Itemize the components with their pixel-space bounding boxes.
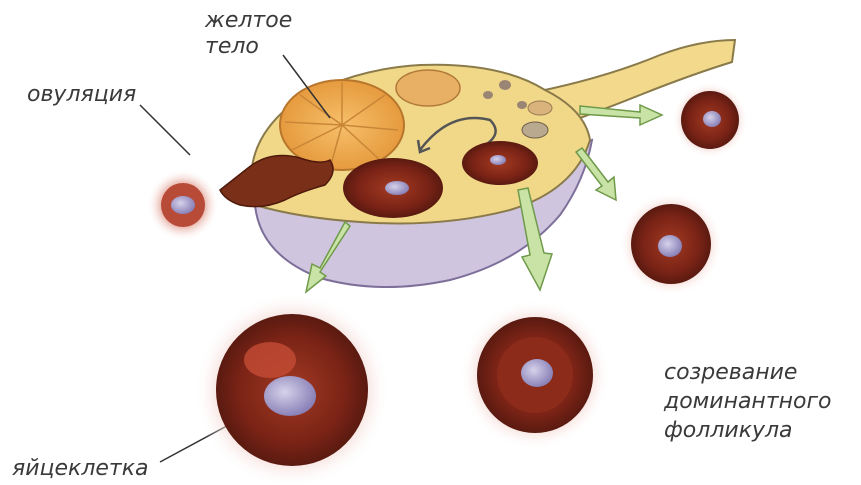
egg-cell-label: яйцеклетка (12, 456, 149, 482)
corpus-luteum-label-line2: тело (205, 34, 292, 60)
maturation-label-line1: созревание (664, 358, 832, 387)
corpus-luteum-label-line1: желтое (205, 8, 292, 34)
growing-follicle (343, 158, 443, 218)
primordial-follicle (499, 80, 511, 90)
primordial-follicle (517, 101, 527, 109)
ovulation-pointer (140, 105, 190, 155)
growing-follicle (462, 141, 538, 185)
maturing-follicle (672, 82, 748, 158)
atretic-body (396, 70, 460, 106)
maturing-follicle (619, 192, 723, 296)
maturing-follicle (460, 300, 610, 450)
corpus-luteum (280, 80, 404, 170)
ovulation-label: овуляция (27, 82, 136, 108)
corpus-luteum-label: желтое тело (205, 8, 292, 60)
maturation-label-line3: фолликула (664, 416, 832, 445)
atretic-body (528, 101, 552, 115)
dominant-follicle (194, 292, 390, 485)
maturation-label-line2: доминантного (664, 387, 832, 416)
primordial-follicle (522, 122, 548, 138)
released-egg (147, 169, 219, 241)
primordial-follicle (483, 91, 493, 99)
maturation-label: созревание доминантного фолликула (664, 358, 832, 445)
